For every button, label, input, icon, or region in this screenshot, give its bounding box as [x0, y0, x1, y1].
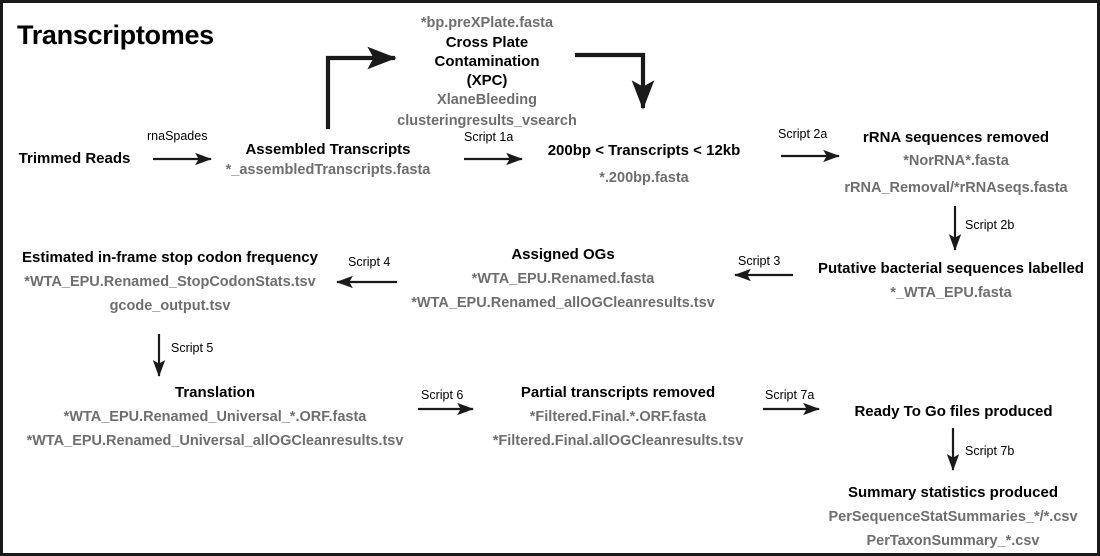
node-file: *_assembledTranscripts.fasta: [225, 161, 431, 178]
node-file-2: *WTA_EPU.Renamed_Universal_allOGCleanres…: [26, 432, 404, 449]
node-bacterial-labelled: Putative bacterial sequences labelled *_…: [801, 260, 1097, 304]
node-file-1: *WTA_EPU.Renamed_Universal_*.ORF.fasta: [63, 408, 367, 425]
node-header-line2: Contamination: [434, 52, 540, 70]
node-trimmed-reads: Trimmed Reads: [3, 150, 146, 169]
page-title: Transcriptomes: [17, 20, 214, 50]
node-file-1: XlaneBleeding: [437, 92, 537, 109]
arrow-label-script1a: Script 1a: [464, 130, 514, 144]
node-file-2: *WTA_EPU.Renamed_allOGCleanresults.tsv: [411, 294, 715, 311]
node-header-line3: (XPC): [466, 71, 508, 89]
arrow-label-rnaspades: rnaSpades: [147, 129, 208, 143]
node-translation: Translation *WTA_EPU.Renamed_Universal_*…: [3, 384, 427, 452]
node-header: Assigned OGs: [511, 246, 615, 263]
node-file-1: *Filtered.Final.*.ORF.fasta: [529, 408, 707, 425]
node-summary-statistics: Summary statistics produced PerSequenceS…: [803, 484, 1097, 552]
node-file-1: *WTA_EPU.Renamed.fasta: [471, 270, 655, 287]
node-header: rRNA sequences removed: [862, 129, 1050, 146]
node-file-2: PerTaxonSummary_*.csv: [866, 532, 1040, 549]
node-cross-plate-contamination: *bp.preXPlate.fasta Cross Plate Contamin…: [381, 13, 593, 132]
node-header: Summary statistics produced: [847, 484, 1059, 501]
node-stop-codon-frequency: Estimated in-frame stop codon frequency …: [5, 249, 335, 317]
node-file-2: clusteringresults_vsearch: [397, 113, 577, 130]
node-file-2: rRNA_Removal/*rRNAseqs.fasta: [844, 179, 1068, 196]
node-file-2: *Filtered.Final.allOGCleanresults.tsv: [492, 432, 744, 449]
node-partial-removed: Partial transcripts removed *Filtered.Fi…: [473, 384, 763, 452]
node-rrna-removed: rRNA sequences removed *NorRNA*.fasta rR…: [831, 129, 1081, 199]
node-file-1: *NorRNA*.fasta: [903, 152, 1009, 169]
arrow-label-script2a: Script 2a: [778, 127, 828, 141]
node-header: Translation: [174, 384, 256, 401]
arrow-label-script3: Script 3: [738, 254, 781, 268]
node-header-line1: Cross Plate: [445, 34, 529, 52]
arrow-label-script6: Script 6: [421, 388, 464, 402]
node-header: Estimated in-frame stop codon frequency: [22, 249, 318, 266]
node-file: *_WTA_EPU.fasta: [890, 284, 1012, 301]
node-assigned-ogs: Assigned OGs *WTA_EPU.Renamed.fasta *WTA…: [401, 246, 725, 314]
node-file: *.200bp.fasta: [599, 169, 689, 186]
node-file-1: *WTA_EPU.Renamed_StopCodonStats.tsv: [24, 273, 316, 290]
node-header: Putative bacterial sequences labelled: [818, 260, 1084, 277]
node-header: Assembled Transcripts: [245, 141, 411, 158]
arrow-label-script7a: Script 7a: [765, 388, 815, 402]
node-ready-to-go: Ready To Go files produced: [821, 403, 1086, 422]
arrow-label-script5: Script 5: [171, 341, 214, 355]
node-header: 200bp < Transcripts < 12kb: [547, 142, 741, 159]
node-assembled-transcripts: Assembled Transcripts *_assembledTranscr…: [183, 141, 473, 181]
node-header: Trimmed Reads: [18, 150, 131, 167]
node-header: Ready To Go files produced: [854, 403, 1053, 420]
arrow-label-script7b: Script 7b: [965, 444, 1015, 458]
node-header: Partial transcripts removed: [520, 384, 716, 401]
node-file-pre: *bp.preXPlate.fasta: [420, 15, 554, 31]
node-file-1: PerSequenceStatSummaries_*/*.csv: [828, 508, 1078, 525]
node-length-filter: 200bp < Transcripts < 12kb *.200bp.fasta: [524, 142, 764, 189]
node-file-2: gcode_output.tsv: [109, 297, 231, 314]
arrow-label-script2b: Script 2b: [965, 218, 1015, 232]
arrow-label-script4: Script 4: [348, 255, 391, 269]
